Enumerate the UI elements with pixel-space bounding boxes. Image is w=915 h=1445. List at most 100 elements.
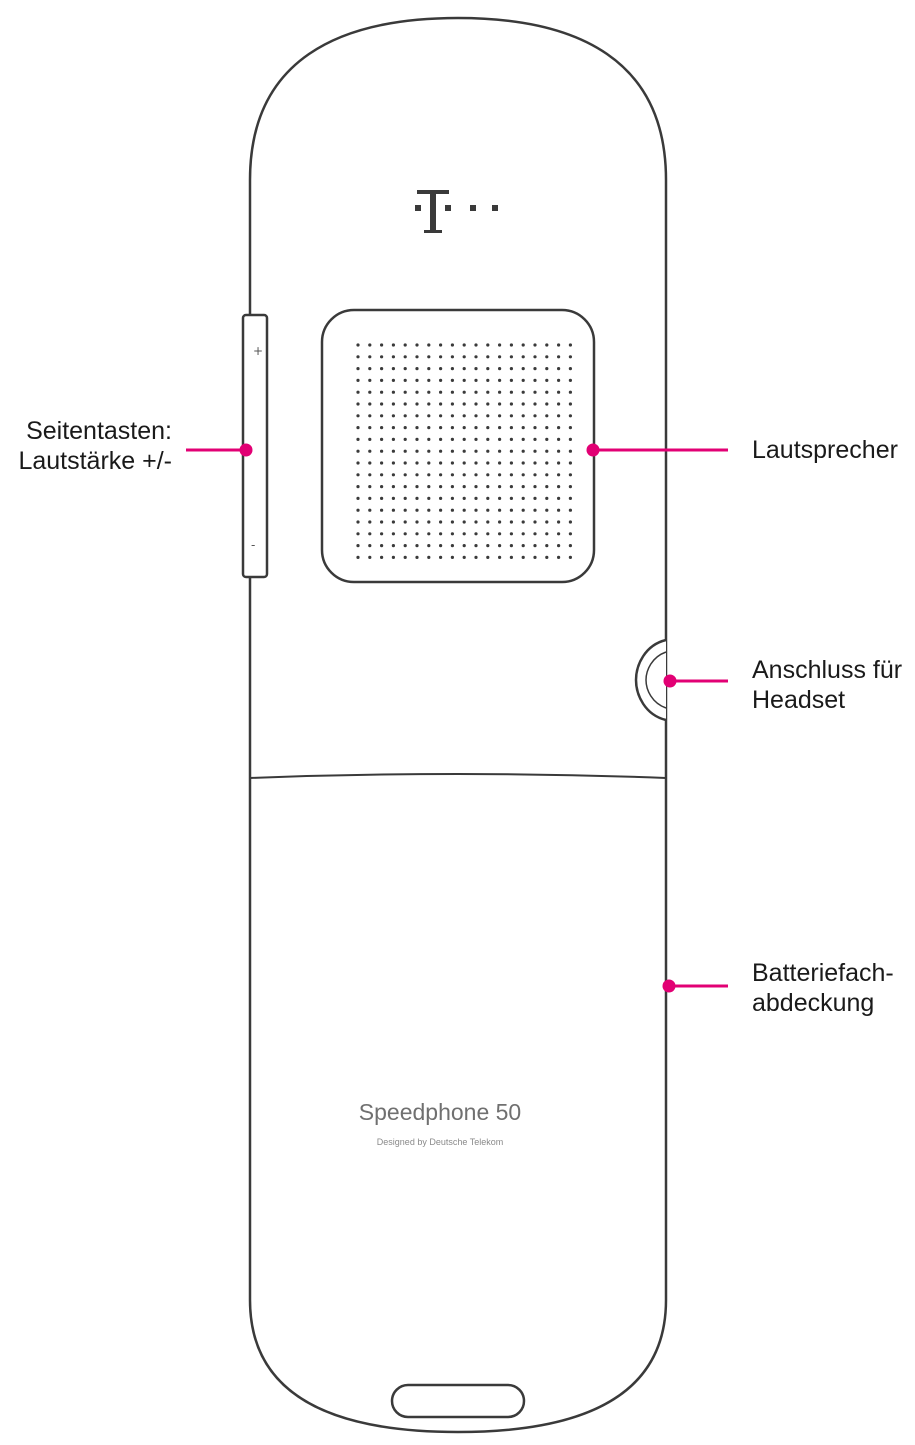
speaker-hole bbox=[415, 437, 419, 441]
speaker-hole bbox=[498, 532, 502, 536]
speaker-hole bbox=[391, 426, 395, 430]
speaker-hole bbox=[557, 520, 561, 524]
speaker-hole bbox=[368, 544, 372, 548]
speaker-hole bbox=[380, 402, 384, 406]
speaker-hole bbox=[427, 520, 431, 524]
speaker-hole bbox=[415, 485, 419, 489]
speaker-hole bbox=[533, 496, 537, 500]
speaker-hole bbox=[356, 378, 360, 382]
speaker-hole bbox=[474, 355, 478, 359]
speaker-hole bbox=[509, 355, 513, 359]
speaker-hole bbox=[391, 402, 395, 406]
speaker-hole bbox=[521, 496, 525, 500]
speaker-hole bbox=[380, 520, 384, 524]
speaker-hole bbox=[439, 508, 443, 512]
speaker-hole bbox=[486, 414, 490, 418]
speaker-hole bbox=[356, 367, 360, 371]
speaker-hole bbox=[509, 555, 513, 560]
speaker-hole bbox=[450, 426, 454, 430]
speaker-hole bbox=[415, 355, 419, 359]
speaker-hole bbox=[439, 555, 443, 560]
speaker-hole bbox=[557, 508, 561, 512]
speaker-hole bbox=[521, 367, 525, 371]
speaker-hole bbox=[521, 378, 525, 382]
speaker-hole bbox=[415, 532, 419, 536]
speaker-hole bbox=[391, 508, 395, 512]
speaker-hole bbox=[450, 414, 454, 418]
speaker-hole bbox=[568, 508, 573, 512]
speaker-hole bbox=[450, 508, 454, 512]
speaker-hole bbox=[486, 343, 490, 347]
speaker-hole bbox=[462, 532, 466, 536]
speaker-hole bbox=[462, 461, 466, 465]
speaker-hole bbox=[509, 343, 513, 347]
speaker-hole bbox=[427, 414, 431, 418]
speaker-hole bbox=[568, 532, 573, 536]
speaker-hole bbox=[403, 355, 407, 359]
speaker-hole bbox=[498, 437, 502, 441]
phone-body-outline bbox=[248, 16, 668, 1434]
speaker-hole bbox=[533, 461, 537, 465]
speaker-hole bbox=[557, 355, 561, 359]
speaker-hole bbox=[498, 496, 502, 500]
speaker-hole bbox=[450, 496, 454, 500]
speaker-hole bbox=[415, 390, 419, 394]
speaker-hole bbox=[391, 496, 395, 500]
speaker-hole bbox=[439, 473, 443, 477]
speaker-hole bbox=[415, 367, 419, 371]
label-battery-line2: abdeckung bbox=[752, 989, 875, 1017]
speaker-hole bbox=[415, 544, 419, 548]
speaker-hole bbox=[521, 355, 525, 359]
speaker-hole bbox=[486, 473, 490, 477]
speaker-hole bbox=[368, 343, 372, 347]
speaker-holes bbox=[356, 343, 573, 560]
speaker-hole bbox=[368, 367, 372, 371]
speaker-hole bbox=[509, 437, 513, 441]
speaker-hole bbox=[391, 355, 395, 359]
speaker-hole bbox=[521, 343, 525, 347]
speaker-hole bbox=[380, 414, 384, 418]
label-speaker: Lautsprecher bbox=[752, 435, 898, 465]
speaker-hole bbox=[498, 485, 502, 489]
speaker-hole bbox=[462, 343, 466, 347]
speaker-hole bbox=[498, 343, 502, 347]
speaker-hole bbox=[450, 449, 454, 453]
speaker-hole bbox=[450, 532, 454, 536]
speaker-hole bbox=[545, 378, 549, 382]
speaker-hole bbox=[498, 555, 502, 560]
speaker-hole bbox=[545, 555, 549, 560]
speaker-hole bbox=[450, 437, 454, 441]
speaker-hole bbox=[439, 437, 443, 441]
speaker-hole bbox=[533, 367, 537, 371]
speaker-hole bbox=[568, 449, 573, 453]
speaker-hole bbox=[380, 426, 384, 430]
speaker-hole bbox=[568, 390, 573, 394]
battery-cover-seam bbox=[249, 773, 667, 779]
speaker-hole bbox=[380, 367, 384, 371]
speaker-hole bbox=[568, 485, 573, 489]
speaker-hole bbox=[533, 437, 537, 441]
speaker-hole bbox=[403, 414, 407, 418]
speaker-hole bbox=[545, 367, 549, 371]
speaker-hole bbox=[462, 496, 466, 500]
speaker-hole bbox=[509, 390, 513, 394]
speaker-hole bbox=[391, 367, 395, 371]
speaker-hole bbox=[545, 485, 549, 489]
speaker-hole bbox=[557, 414, 561, 418]
speaker-hole bbox=[498, 544, 502, 548]
speaker-hole bbox=[403, 520, 407, 524]
label-side-keys-line1: Seitentasten: bbox=[26, 417, 172, 445]
speaker-hole bbox=[391, 437, 395, 441]
speaker-hole bbox=[368, 426, 372, 430]
speaker-hole bbox=[462, 414, 466, 418]
speaker-hole bbox=[356, 414, 360, 418]
speaker-hole bbox=[391, 532, 395, 536]
speaker-hole bbox=[521, 449, 525, 453]
speaker-grille bbox=[320, 308, 596, 584]
speaker-hole bbox=[462, 485, 466, 489]
speaker-hole bbox=[439, 496, 443, 500]
speaker-hole bbox=[380, 555, 384, 560]
speaker-hole bbox=[533, 508, 537, 512]
speaker-hole bbox=[427, 508, 431, 512]
speaker-hole bbox=[439, 461, 443, 465]
